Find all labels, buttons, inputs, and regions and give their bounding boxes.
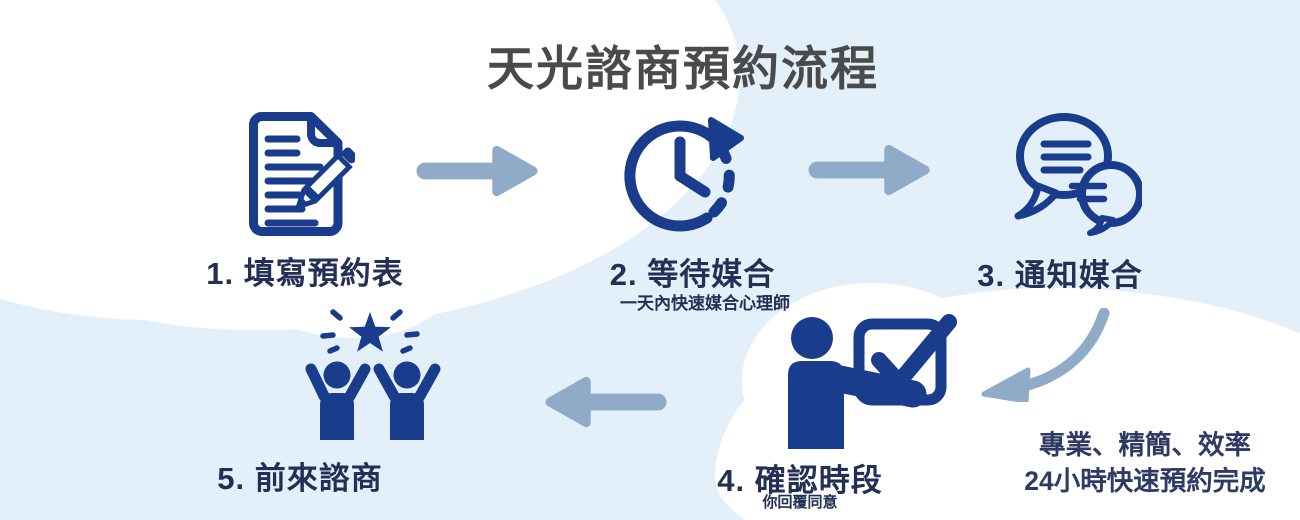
step-1-label: 1. 填寫預約表 xyxy=(206,256,404,291)
tagline: 專業、精簡、效率 24小時快速預約完成 xyxy=(980,427,1300,499)
tagline-line-1: 專業、精簡、效率 xyxy=(1039,430,1251,460)
step-5-label: 5. 前來諮商 xyxy=(217,461,383,496)
curved-arrow-down-left-icon xyxy=(981,308,1110,402)
document-pencil-icon xyxy=(249,112,355,236)
tagline-line-2: 24小時快速預約完成 xyxy=(1024,466,1266,496)
step-4-subtitle: 你回覆同意 xyxy=(762,494,838,511)
arrow-left-icon xyxy=(545,376,667,428)
step-2-subtitle: 一天內快速媒合心理師 xyxy=(620,294,790,313)
person-checkbox-icon xyxy=(788,314,957,449)
step-3-label: 3. 通知媒合 xyxy=(977,258,1143,293)
clock-waiting-icon xyxy=(624,117,744,232)
arrow-right-icon xyxy=(808,144,930,196)
step-4-label: 4. 確認時段 xyxy=(717,463,883,498)
page-title: 天光諮商預約流程 xyxy=(487,42,879,95)
chat-bubbles-icon xyxy=(1014,113,1142,236)
celebration-people-icon xyxy=(305,309,441,440)
arrow-right-icon xyxy=(416,145,538,197)
step-2-label: 2. 等待媒合 xyxy=(609,257,776,292)
